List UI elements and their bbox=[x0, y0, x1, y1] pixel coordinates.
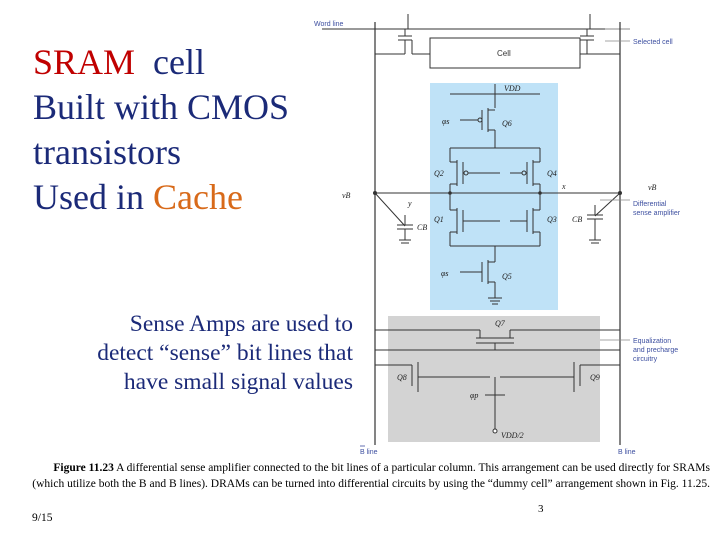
cb-left-wire bbox=[374, 192, 406, 227]
title-cell: cell bbox=[135, 42, 206, 82]
sense-amplifier-figure: Cell bbox=[300, 0, 720, 460]
q7-label: Q7 bbox=[495, 319, 506, 328]
note-line-1: Sense Amps are used to bbox=[129, 311, 353, 337]
b-bar-line-label: B line bbox=[360, 449, 378, 456]
eq-label-2: and precharge bbox=[633, 347, 678, 354]
amplifier-background bbox=[430, 83, 558, 310]
equalization-background bbox=[388, 316, 600, 442]
transistor-q3 bbox=[510, 198, 541, 246]
slide-title: SRAM cell Built with CMOS transistors Us… bbox=[33, 40, 289, 220]
title-sram: SRAM bbox=[33, 42, 136, 82]
caption-figure-label: Figure 11.23 bbox=[53, 462, 114, 474]
cb-right-wire bbox=[594, 192, 621, 217]
slide-page-number: 3 bbox=[538, 503, 544, 515]
vb-right-label: vB bbox=[648, 183, 657, 192]
phi-p-label: φp bbox=[470, 391, 478, 400]
transistor-q7 bbox=[375, 329, 620, 350]
q8-label: Q8 bbox=[397, 373, 407, 382]
y-node-label: y bbox=[407, 199, 412, 208]
cell-access-right bbox=[580, 14, 620, 55]
x-node-label: x bbox=[561, 182, 566, 191]
selected-cell-label: Selected cell bbox=[633, 39, 673, 46]
title-line-3: transistors bbox=[33, 132, 181, 172]
title-used-in: Used in bbox=[33, 177, 153, 217]
cell-box bbox=[429, 37, 581, 69]
cell-label: Cell bbox=[497, 49, 511, 58]
phi-s-bottom-label: φs bbox=[441, 269, 449, 278]
sense-amp-note: Sense Amps are used to detect “sense” bi… bbox=[40, 310, 353, 397]
cb-right-label: CB bbox=[572, 215, 582, 224]
diff-amp-label-2: sense amplifier bbox=[633, 210, 681, 217]
q5-label: Q5 bbox=[502, 272, 512, 281]
transistor-q5 bbox=[460, 260, 502, 305]
title-line-4: Used in Cache bbox=[33, 175, 289, 220]
note-line-3: have small signal values bbox=[123, 369, 353, 395]
b-line-label: B line bbox=[618, 449, 636, 456]
title-cache: Cache bbox=[153, 177, 243, 217]
node-y bbox=[448, 191, 452, 195]
note-line-2: detect “sense” bit lines that bbox=[97, 340, 353, 366]
cell-access-left bbox=[375, 14, 430, 55]
transistor-q1 bbox=[449, 198, 500, 246]
vdd-half-terminal bbox=[492, 428, 498, 434]
q2-label: Q2 bbox=[434, 169, 444, 178]
title-line-2: Built with CMOS bbox=[33, 87, 290, 127]
title-line-1: SRAM cell bbox=[33, 40, 289, 85]
q6-label: Q6 bbox=[502, 119, 512, 128]
circuit-diagram: Cell bbox=[314, 14, 681, 456]
capacitor-cb-left bbox=[397, 215, 413, 244]
q4-label: Q4 bbox=[547, 169, 557, 178]
q1-label: Q1 bbox=[434, 215, 444, 224]
eq-label-1: Equalization bbox=[633, 338, 671, 345]
diff-amp-label-1: Differential bbox=[633, 201, 667, 208]
vdd-label: VDD bbox=[504, 84, 521, 93]
caption-text: A differential sense amplifier connected… bbox=[32, 462, 710, 490]
node-x bbox=[538, 191, 542, 195]
capacitor-cb-right bbox=[587, 205, 603, 244]
eq-label-3: circuitry bbox=[633, 356, 658, 363]
vb-left-label: vB bbox=[342, 191, 351, 200]
q9-label: Q9 bbox=[590, 373, 600, 382]
transistor-q9 bbox=[500, 362, 620, 392]
figure-caption: Figure 11.23 A differential sense amplif… bbox=[28, 460, 710, 492]
q3-label: Q3 bbox=[547, 215, 557, 224]
slide-date: 9/15 bbox=[32, 512, 53, 524]
transistor-q4 bbox=[510, 148, 541, 198]
transistor-q6 bbox=[460, 94, 496, 148]
transistor-q2 bbox=[449, 148, 500, 198]
cb-left-label: CB bbox=[417, 223, 427, 232]
phi-s-top-label: φs bbox=[442, 117, 450, 126]
transistor-q8 bbox=[375, 362, 490, 392]
word-line-label: Word line bbox=[314, 21, 344, 28]
vdd-half-label: VDD/2 bbox=[501, 431, 524, 440]
